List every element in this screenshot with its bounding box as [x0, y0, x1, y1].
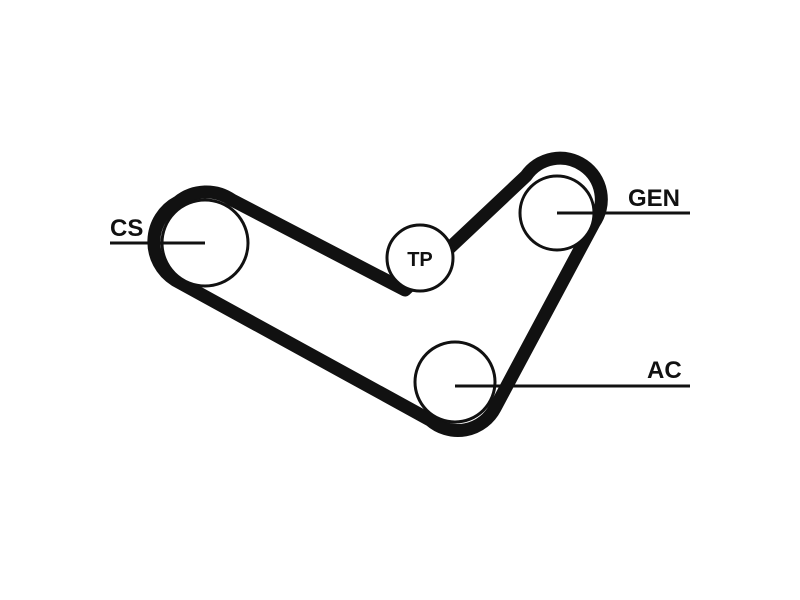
gen-label: GEN [628, 185, 680, 212]
tp-label: TP [407, 249, 433, 271]
ac-compressor-pulley [413, 340, 497, 424]
tensioner-pulley [385, 223, 455, 293]
drive-belt [147, 151, 608, 438]
ac-label: AC [647, 357, 682, 384]
cs-label: CS [110, 215, 143, 242]
